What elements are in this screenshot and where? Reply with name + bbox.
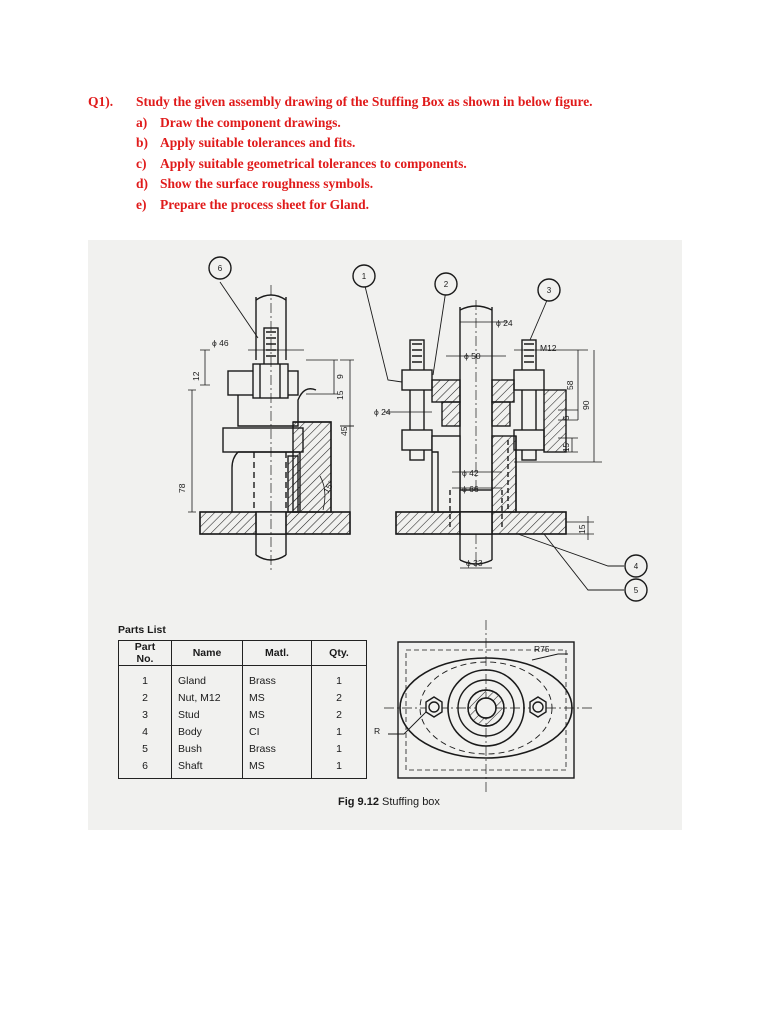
- dimension-label: 15: [577, 524, 587, 534]
- dimension-label: ϕ 24: [496, 318, 513, 328]
- balloon-label: 6: [218, 264, 223, 273]
- drawing-labels: 6 1 2 3 4 5 ϕ 46 12 15 9 45 78 15° ϕ 24 …: [177, 264, 639, 736]
- dimension-label: 58: [565, 380, 575, 390]
- figure-caption: Fig 9.12 Stuffing box: [338, 796, 440, 808]
- cell-name: Bush: [171, 740, 243, 757]
- balloon-label: 1: [362, 272, 367, 281]
- dimension-label: ϕ 42: [462, 468, 479, 478]
- assembly-drawing: 6 1 2 3 4 5 ϕ 46 12 15 9 45 78 15° ϕ 24 …: [177, 256, 648, 795]
- cell-name: Shaft: [171, 757, 243, 779]
- task-text: Prepare the process sheet for Gland.: [160, 196, 369, 212]
- task-mark: d): [136, 176, 149, 191]
- radius-label: R75: [534, 644, 550, 654]
- left-elevation: [188, 281, 354, 570]
- scanned-figure: 6 1 2 3 4 5 ϕ 46 12 15 9 45 78 15° ϕ 24 …: [88, 240, 682, 830]
- task-item-e: e) Prepare the process sheet for Gland.: [136, 195, 728, 216]
- plan-view: [384, 620, 593, 795]
- table-row: 5 Bush Brass 1: [118, 740, 367, 757]
- cell-part-no: 5: [118, 740, 172, 757]
- task-text: Show the surface roughness symbols.: [160, 176, 374, 191]
- task-text: Apply suitable tolerances and fits.: [160, 135, 356, 150]
- figure-title: Stuffing box: [382, 796, 440, 808]
- cell-material: MS: [242, 757, 312, 779]
- figure-number: Fig 9.12: [338, 796, 379, 808]
- table-header-row: Part No. Name Matl. Qty.: [118, 640, 367, 666]
- part-balloons: [208, 256, 648, 602]
- task-mark: c): [136, 155, 147, 171]
- dimension-label: 45: [339, 426, 349, 436]
- task-mark: b): [136, 135, 149, 150]
- cell-qty: 1: [311, 665, 367, 689]
- cell-part-no: 1: [118, 665, 172, 689]
- dimension-label: 15: [335, 390, 345, 400]
- dimension-label: ϕ 50: [464, 351, 481, 361]
- right-sectional-elevation: [363, 281, 624, 591]
- parts-list: Parts List Part No. Name Matl. Qty. 1 Gl…: [118, 624, 367, 779]
- cell-part-no: 3: [118, 706, 172, 723]
- cell-material: CI: [242, 723, 312, 740]
- cell-name: Nut, M12: [171, 689, 243, 706]
- dimension-label: ϕ 33: [466, 558, 483, 568]
- task-item-d: d) Show the surface roughness symbols.: [136, 174, 728, 195]
- task-item-c: c) Apply suitable geometrical tolerances …: [136, 154, 728, 175]
- dimension-label: ϕ 66: [462, 484, 479, 494]
- dimension-label: 12: [191, 371, 201, 381]
- balloon-label: 3: [547, 286, 552, 295]
- cell-material: Brass: [242, 665, 312, 689]
- cell-qty: 2: [311, 706, 367, 723]
- cell-qty: 1: [311, 723, 367, 740]
- question-block: Q1). Study the given assembly drawing of…: [88, 92, 728, 215]
- task-mark: a): [136, 114, 148, 130]
- dimension-label: M12: [540, 343, 557, 353]
- table-row: 1 Gland Brass 1: [118, 665, 367, 689]
- cell-part-no: 4: [118, 723, 172, 740]
- cell-material: MS: [242, 689, 312, 706]
- table-row: 3 Stud MS 2: [118, 706, 367, 723]
- balloon-label: 2: [444, 280, 449, 289]
- task-text: Apply suitable geometrical tolerances to…: [160, 155, 467, 171]
- dimension-label: 5: [562, 415, 571, 420]
- cell-qty: 2: [311, 689, 367, 706]
- dimension-label: ϕ 24: [374, 407, 391, 417]
- column-header: Part No.: [118, 640, 172, 666]
- column-header: Qty.: [311, 640, 367, 666]
- dimension-label: 78: [177, 483, 187, 493]
- dimension-label: ϕ 46: [212, 338, 229, 348]
- table-row: 6 Shaft MS 1: [118, 757, 367, 779]
- cell-name: Stud: [171, 706, 243, 723]
- parts-list-title: Parts List: [118, 624, 166, 636]
- cell-part-no: 2: [118, 689, 172, 706]
- cell-part-no: 6: [118, 757, 172, 779]
- task-item-b: b) Apply suitable tolerances and fits.: [136, 133, 728, 154]
- question-number: Q1).: [88, 94, 114, 109]
- cell-material: MS: [242, 706, 312, 723]
- question-text: Study the given assembly drawing of the …: [136, 94, 593, 109]
- column-header: Matl.: [242, 640, 312, 666]
- dimension-label: 15: [562, 443, 571, 452]
- dimension-label: 9: [335, 374, 345, 379]
- task-list: a) Draw the component drawings. b) Apply s…: [88, 113, 728, 216]
- parts-table: Part No. Name Matl. Qty. 1 Gland Brass 1…: [118, 640, 367, 779]
- balloon-label: 5: [634, 586, 639, 595]
- cell-name: Body: [171, 723, 243, 740]
- task-mark: e): [136, 196, 147, 212]
- table-row: 2 Nut, M12 MS 2: [118, 689, 367, 706]
- cell-qty: 1: [311, 757, 367, 779]
- table-row: 4 Body CI 1: [118, 723, 367, 740]
- task-item-a: a) Draw the component drawings.: [136, 113, 728, 134]
- cell-material: Brass: [242, 740, 312, 757]
- column-header: Name: [171, 640, 243, 666]
- radius-label: R: [374, 726, 380, 736]
- dimension-label: 90: [581, 400, 591, 410]
- balloon-label: 4: [634, 562, 639, 571]
- task-text: Draw the component drawings.: [160, 114, 341, 130]
- cell-name: Gland: [171, 665, 243, 689]
- cell-qty: 1: [311, 740, 367, 757]
